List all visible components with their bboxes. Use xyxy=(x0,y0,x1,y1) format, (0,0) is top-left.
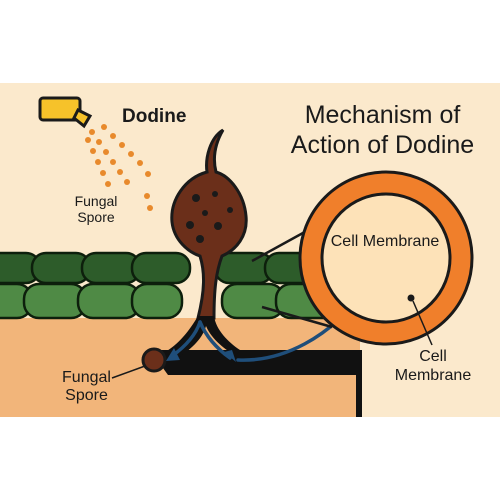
penetration-hypha xyxy=(165,316,240,360)
cell-membrane-label-outer: Cell Membrane xyxy=(394,348,472,384)
fungal-spore-label-top: Fungal Spore xyxy=(74,193,118,225)
membrane-pointer-line xyxy=(412,300,433,346)
spray-droplets xyxy=(85,124,153,211)
spray-bottle-icon xyxy=(38,96,93,129)
spore-pointer-line xyxy=(111,365,146,379)
hyphal-channel xyxy=(150,350,360,375)
cell-membrane-label-inner: Cell Membrane xyxy=(330,233,440,250)
diagram-title: Mechanism of Action of Dodine xyxy=(290,101,475,159)
fungal-spore-label-bottom: Fungal Spore xyxy=(62,369,111,404)
leaf-cell-layer xyxy=(0,251,340,320)
dodine-label: Dodine xyxy=(122,106,187,127)
membrane-marker-dot xyxy=(407,294,415,302)
spore-spots xyxy=(186,191,233,243)
fungal-spore-lower xyxy=(141,347,167,373)
zoom-line-bottom xyxy=(261,305,333,329)
cell-interior xyxy=(320,192,452,324)
tissue-edge xyxy=(356,350,362,417)
